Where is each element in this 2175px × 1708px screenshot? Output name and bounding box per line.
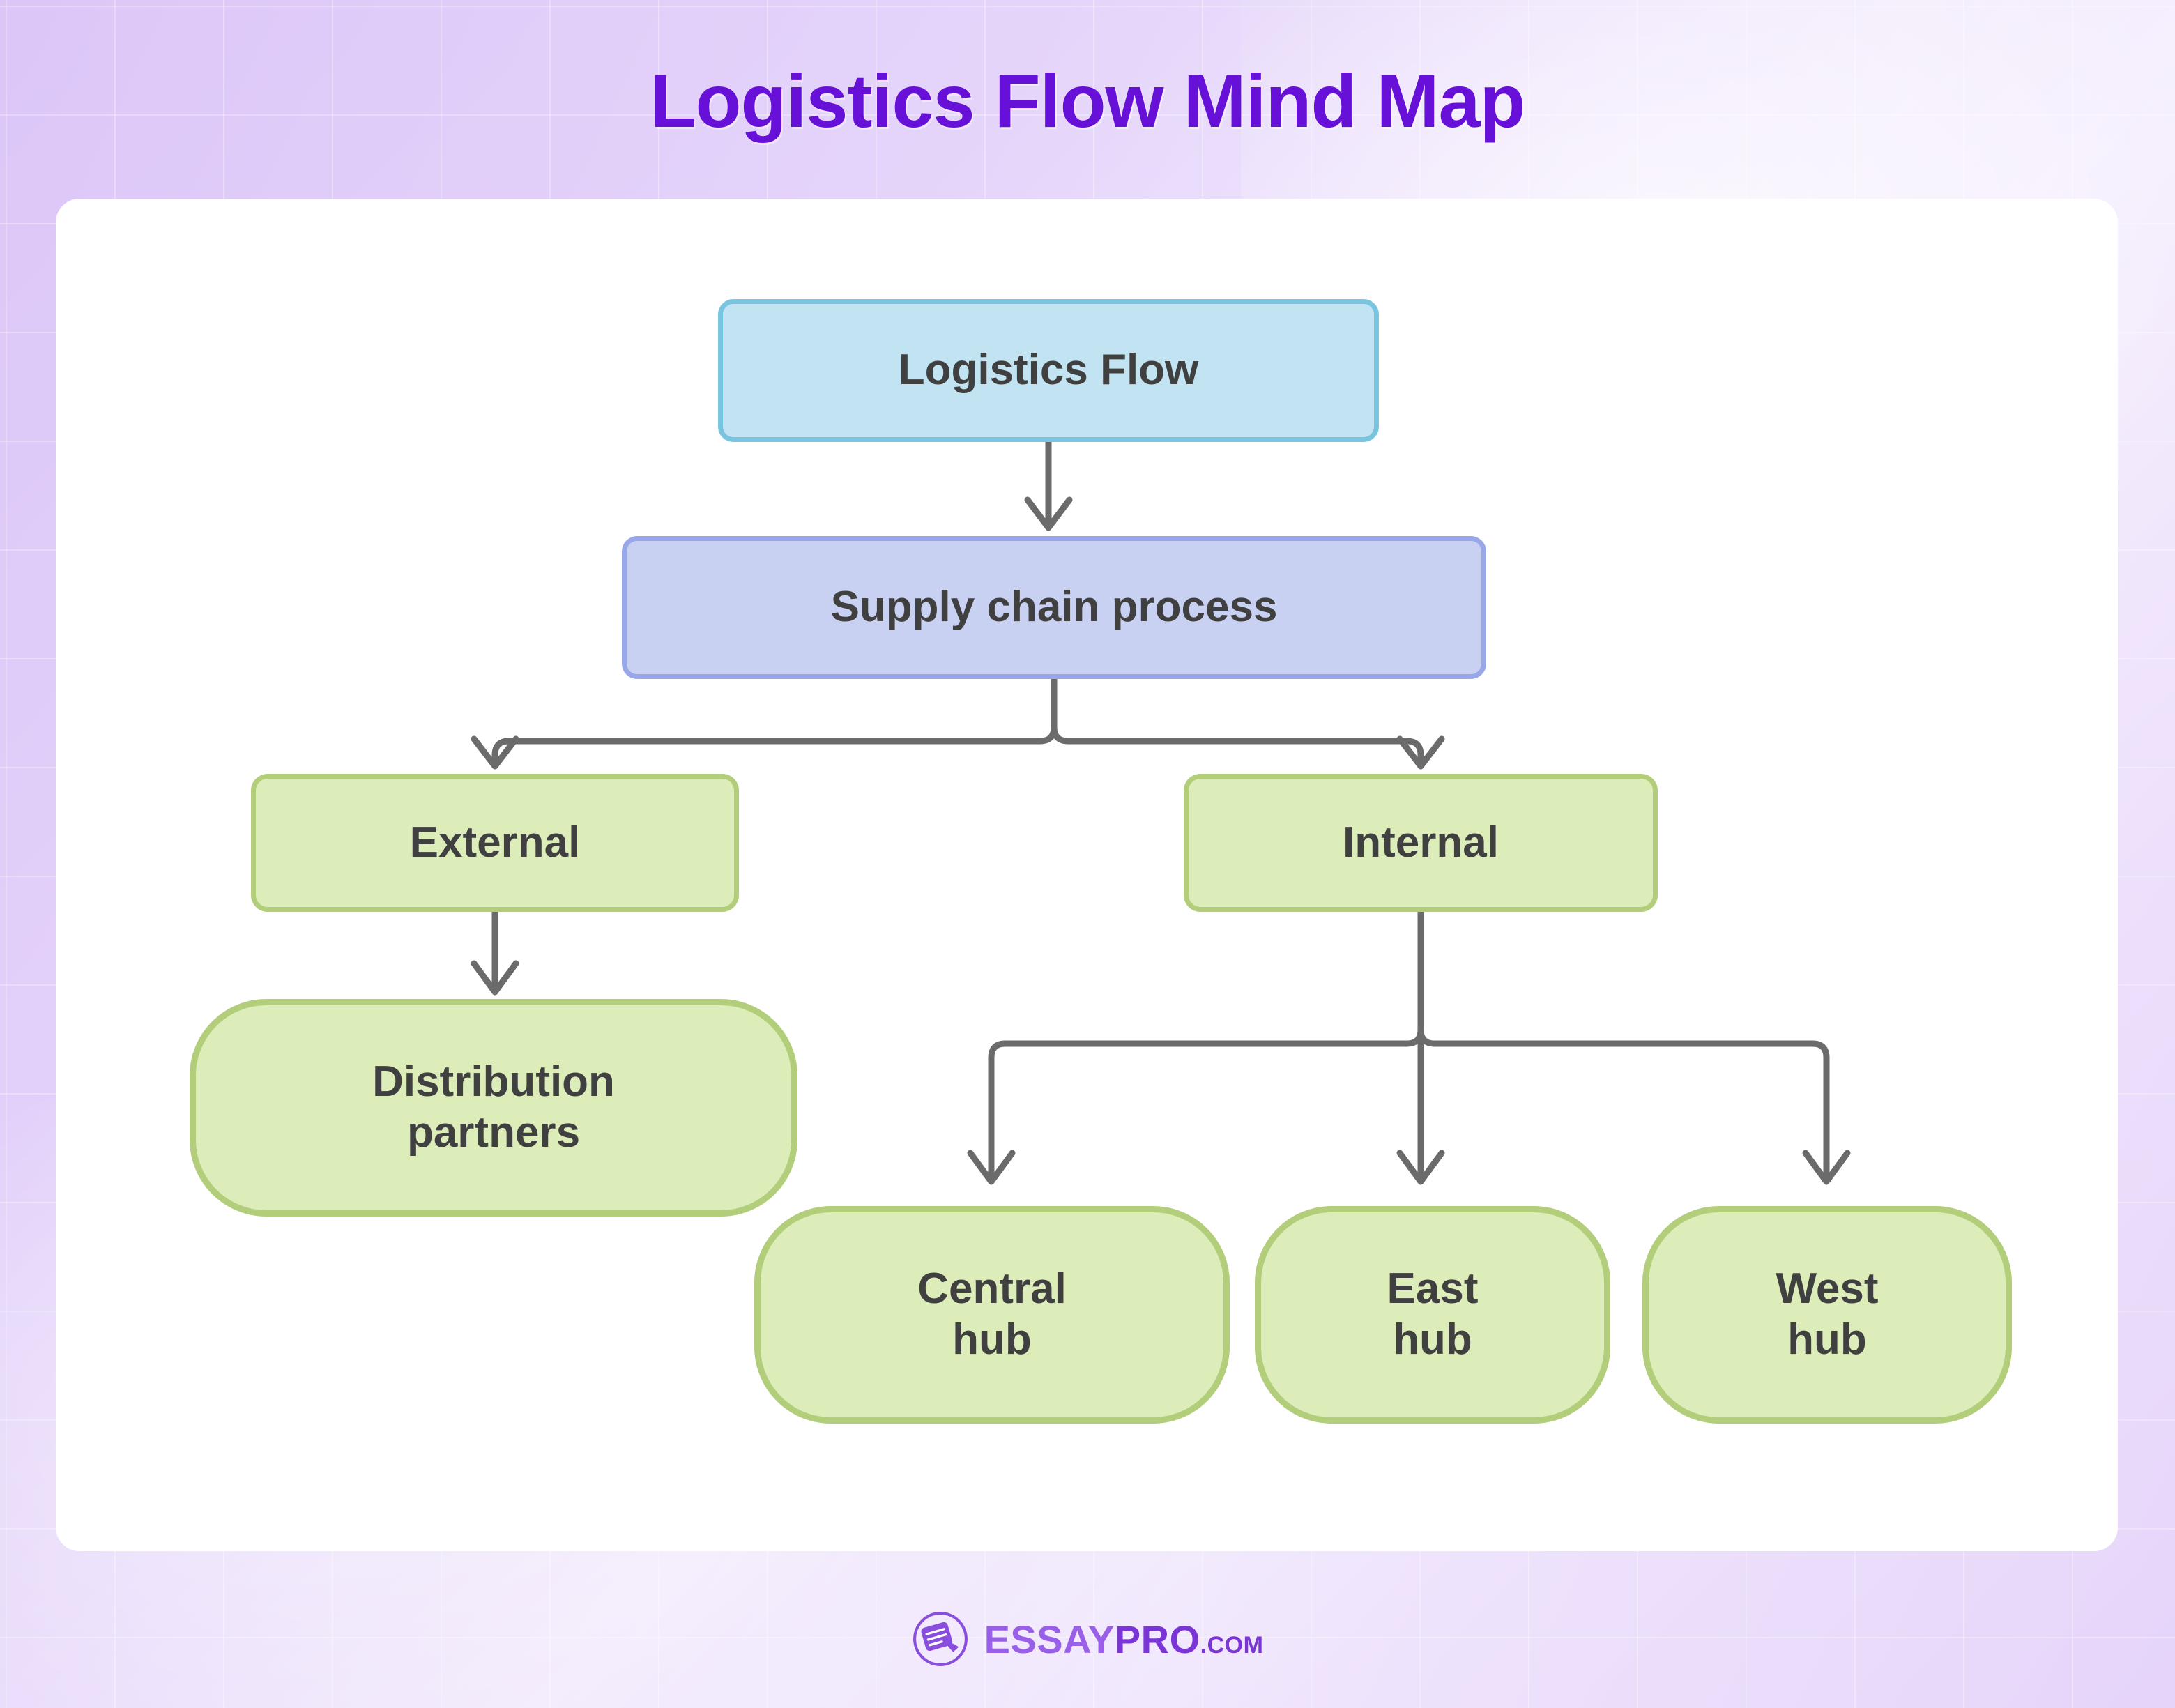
node-internal[interactable]: Internal [1184, 774, 1658, 912]
essaypro-wordmark: ESSAY PRO .COM [984, 1617, 1264, 1662]
edge-root-to-process [1024, 439, 1073, 531]
footer-branding: ESSAY PRO .COM [0, 1610, 2175, 1668]
edge-process-to-branches [471, 676, 1445, 770]
edge-internal-to-hubs [967, 908, 1851, 1185]
node-label: External [409, 818, 581, 867]
node-east-hub[interactable]: East hub [1255, 1206, 1610, 1424]
node-distribution-partners[interactable]: Distribution partners [190, 999, 798, 1217]
node-label: Logistics Flow [898, 346, 1199, 395]
node-label: East hub [1387, 1265, 1479, 1364]
node-supply-chain-process[interactable]: Supply chain process [622, 536, 1486, 679]
node-west-hub[interactable]: West hub [1642, 1206, 2012, 1424]
node-logistics-flow[interactable]: Logistics Flow [718, 299, 1379, 442]
node-label: Internal [1343, 818, 1499, 867]
mind-map-canvas: Logistics Flow Supply chain process Exte… [56, 199, 2118, 1551]
brand-dotcom: .COM [1200, 1631, 1264, 1659]
page-title: Logistics Flow Mind Map [650, 59, 1526, 143]
node-label: Central hub [917, 1265, 1067, 1364]
node-label: West hub [1776, 1265, 1879, 1364]
node-label: Distribution partners [372, 1058, 615, 1157]
node-external[interactable]: External [251, 774, 739, 912]
brand-pro: PRO [1114, 1617, 1200, 1661]
essaypro-logo-icon [913, 1612, 968, 1666]
brand-essay: ESSAY [984, 1617, 1115, 1661]
edge-external-to-distribution [471, 908, 519, 996]
node-central-hub[interactable]: Central hub [754, 1206, 1230, 1424]
node-label: Supply chain process [830, 583, 1278, 632]
diagram-card: Logistics Flow Supply chain process Exte… [56, 199, 2118, 1551]
